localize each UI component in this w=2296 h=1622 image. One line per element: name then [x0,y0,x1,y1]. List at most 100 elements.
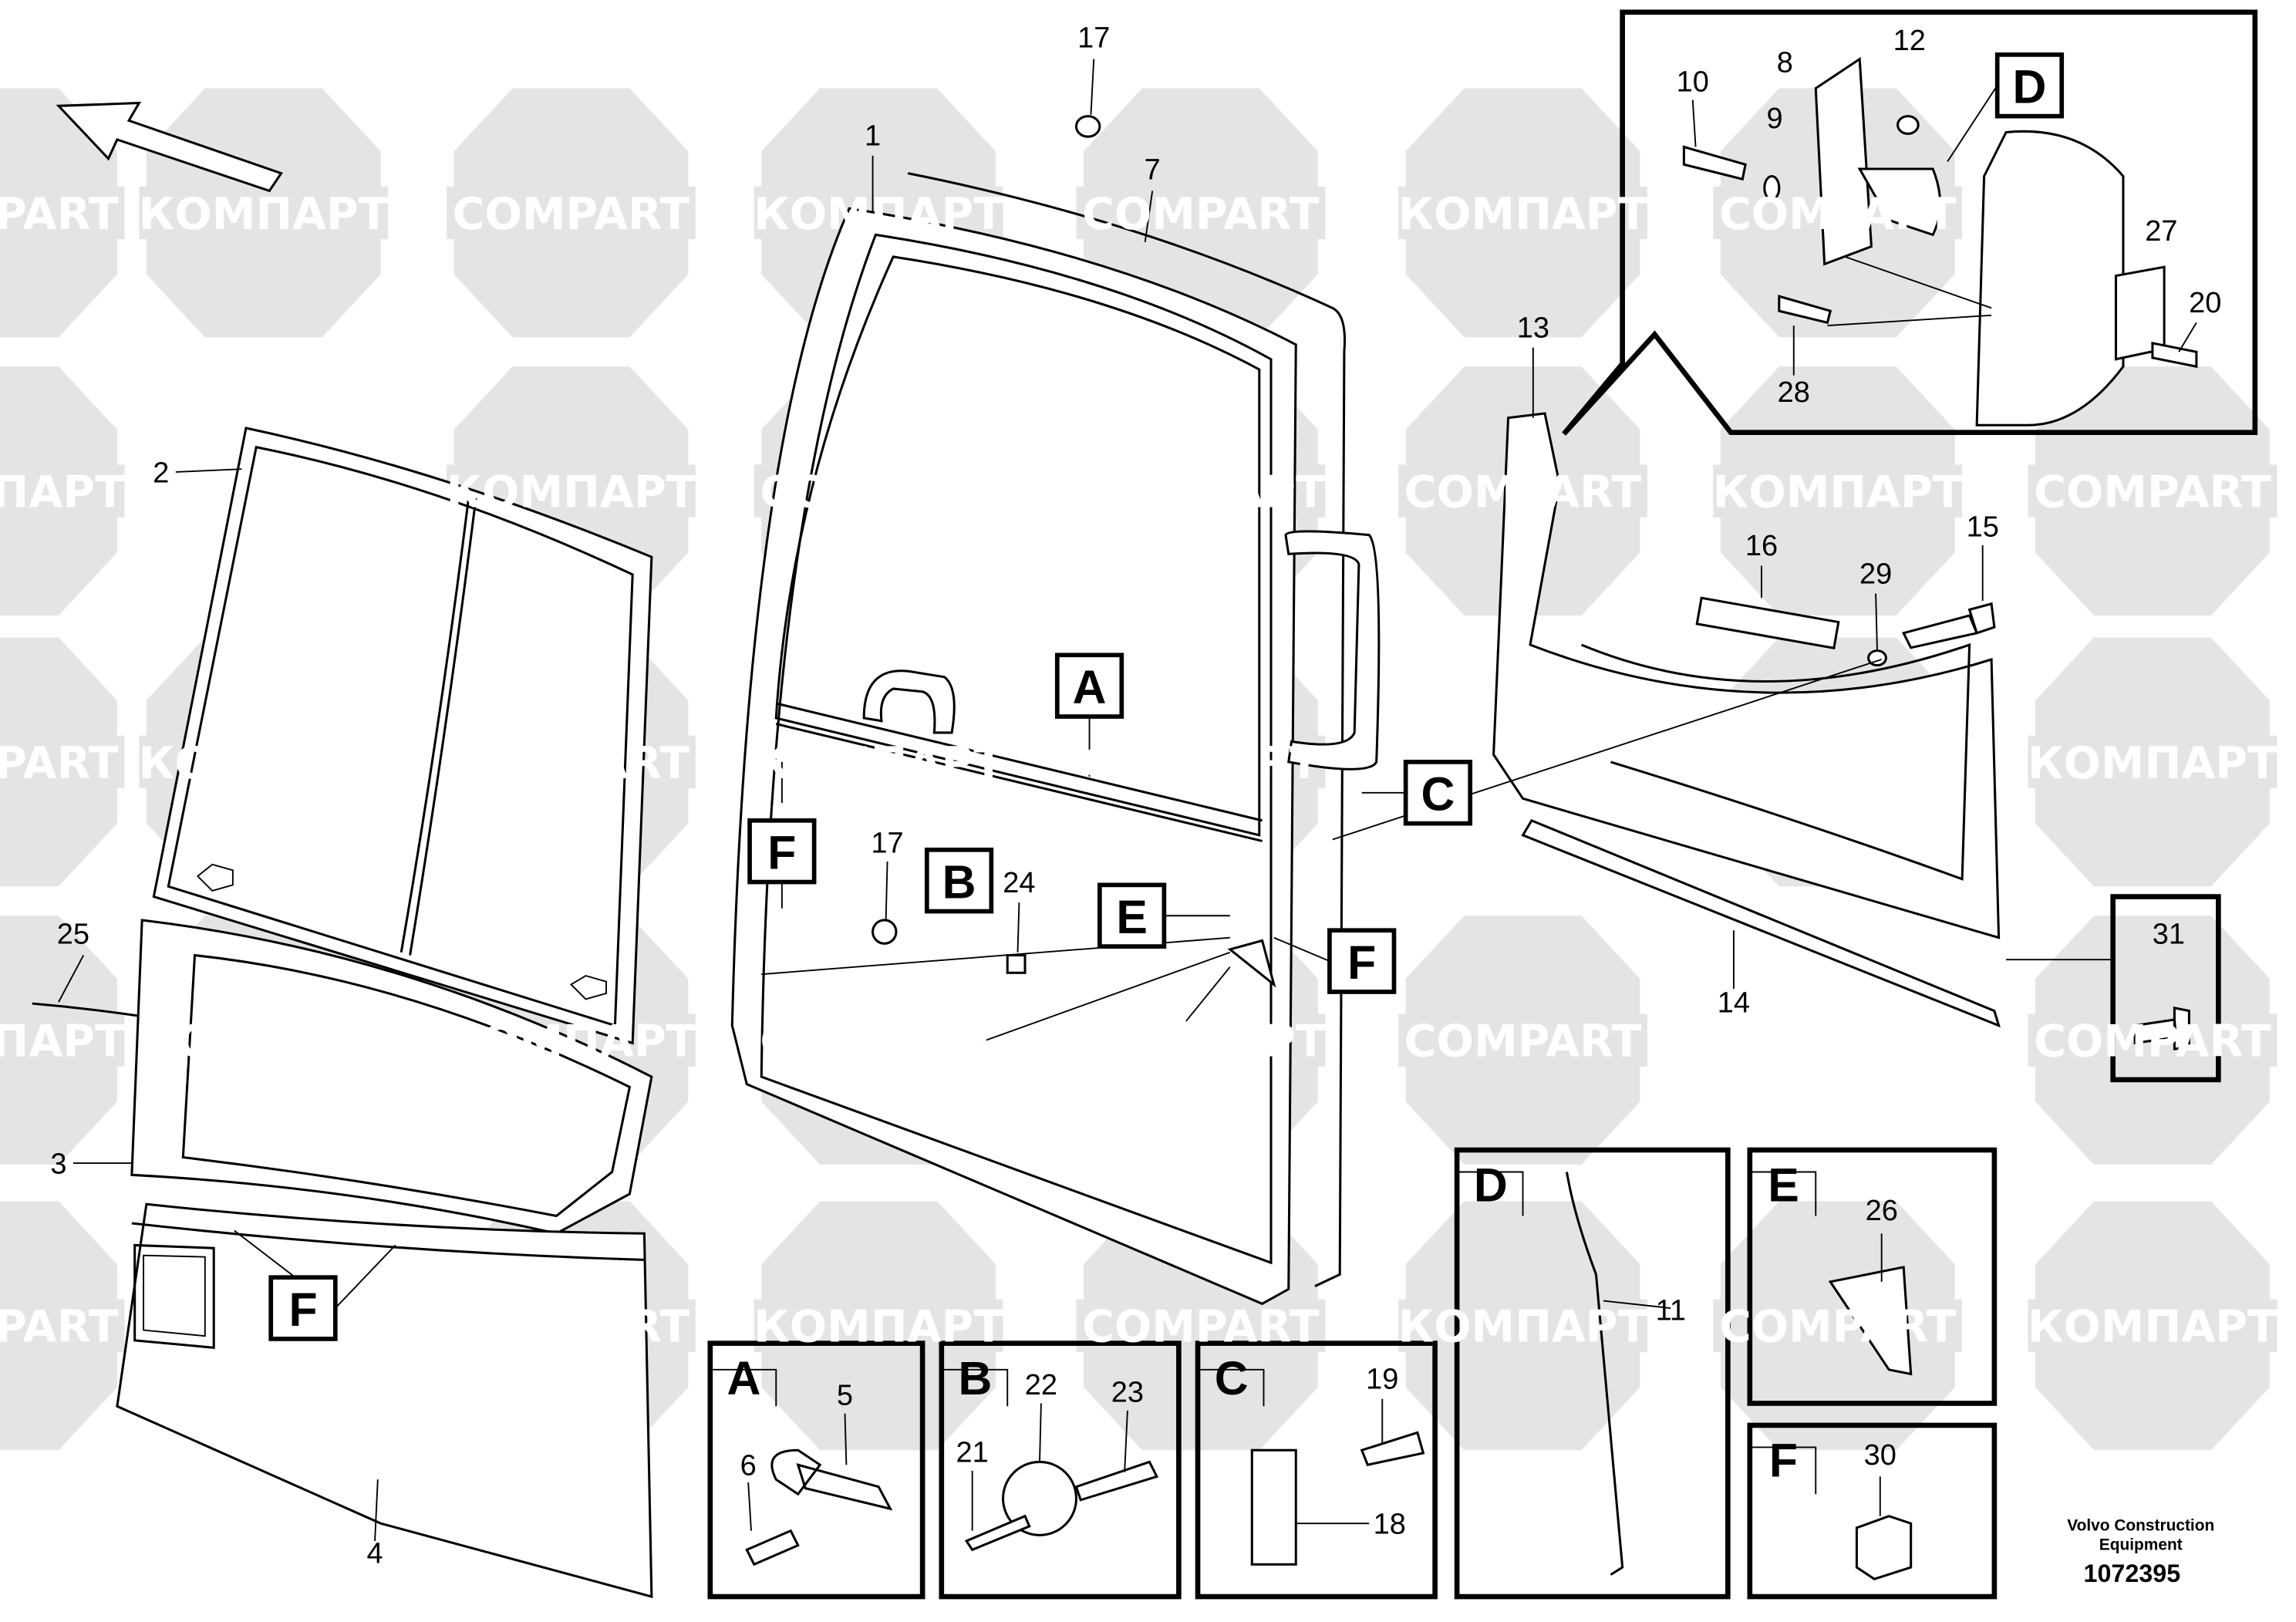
watermark-text: COMPART [145,1017,383,1067]
watermark-text: COMPART [453,189,690,240]
detail-title-D: D [1474,1158,1508,1211]
view-label-C: C [1421,768,1455,821]
company-name: Volvo Construction [2067,1517,2214,1535]
callout-17: 17 [1077,22,1110,54]
callout-2: 2 [153,457,169,489]
watermark-text: КОМПАРТ [139,738,389,789]
callout-9: 9 [1767,103,1783,135]
watermark-band [2028,735,2277,789]
watermark-text: COMPART [0,1302,119,1353]
callout-18: 18 [1374,1508,1406,1540]
part-nut-17-mid [872,919,898,945]
detail-box-E [1747,1147,1998,1406]
view-label-F: F [767,826,796,878]
callout-8: 8 [1777,47,1793,79]
watermark-band [1713,464,1963,518]
view-marker-leaders [234,85,2113,1495]
detail-title-C: C [1215,1352,1249,1404]
part-door-frame [730,207,1297,1306]
callout-17b: 17 [871,828,903,860]
part-screw-31 [2133,1007,2190,1050]
callout-13: 13 [1517,312,1549,344]
company-name-line2: Equipment [2099,1536,2183,1553]
detail-title-F: F [1769,1434,1798,1486]
view-label-B: B [942,855,976,908]
part-nut-17-top [1074,115,1101,138]
callout-15: 15 [1967,511,1999,544]
watermark-text: COMPART [2034,1017,2271,1067]
watermark-text: COMPART [1719,189,1957,240]
callout-26: 26 [1866,1195,1898,1227]
part-bracket-26 [1828,1266,1913,1376]
part-bracket-26-small [1227,939,1276,988]
detail-box-31 [2110,894,2221,1083]
part-latch-assembly [1682,56,2198,427]
detail-box-C [1195,1340,1438,1600]
view-markers: A F B C E F D F A B C D E F [268,52,2065,1486]
part-rod-11 [1566,1172,1624,1576]
view-label-E: E [1116,891,1148,943]
watermark-band [139,186,389,240]
part-trim-panel [1492,412,2001,1028]
watermark-text: COMPART [453,1302,690,1353]
watermark-band [447,186,696,240]
callout-25: 25 [57,918,89,950]
callout-3: 3 [50,1148,66,1180]
watermark-text: КОМПАРТ [2028,738,2277,789]
callout-4: 4 [366,1537,383,1570]
part-strip-16 [1695,596,1840,649]
detail-title-E: E [1768,1158,1799,1211]
callout-30: 30 [1864,1439,1896,1472]
callout-23: 23 [1111,1377,1144,1409]
detail-title-B: B [959,1352,993,1404]
watermark-text: COMPART [1082,189,1320,240]
watermark-band [0,735,125,789]
watermark-text: КОМПАРТ [139,189,389,240]
watermark-text: COMPART [1404,467,1642,518]
watermark-band [1398,1299,1647,1353]
callout-19: 19 [1366,1363,1398,1395]
callout-12: 12 [1893,25,1926,57]
watermark-text: COMPART [760,467,997,518]
watermark-text: КОМПАРТ [1076,467,1326,518]
watermark-band [1398,1013,1647,1067]
view-label-F2: F [1347,936,1376,989]
detail-box-B [939,1340,1182,1600]
watermark-text: КОМПАРТ [0,467,125,518]
detail-box-A [707,1340,925,1600]
watermark-text: COMPART [760,1017,997,1067]
watermark-text: КОМПАРТ [1076,1017,1326,1067]
callout-20: 20 [2189,287,2221,319]
watermark-text: COMPART [2034,467,2271,518]
watermark-text: КОМПАРТ [1713,467,1963,518]
direction-arrow-icon [56,101,283,193]
callout-1: 1 [865,120,881,153]
watermark-band [0,464,125,518]
watermark-text: COMPART [1404,1017,1642,1067]
watermark-band [0,186,125,240]
callout-10: 10 [1677,66,1709,98]
view-label-A: A [1073,661,1107,713]
callout-14: 14 [1718,987,1750,1020]
watermark-band [0,1299,125,1353]
watermark-text: COMPART [453,738,690,789]
callout-6: 6 [740,1450,757,1482]
part-plate-18 [1250,1448,1297,1566]
watermark-band [0,1013,125,1067]
watermark-text: COMPART [1082,1302,1320,1353]
watermark-band [1076,186,1326,240]
part-block-30 [1855,1515,1913,1580]
watermark-band [1398,186,1647,240]
watermark-text: COMPART [0,189,119,240]
part-door-seal [907,172,1346,1287]
part-door-skin [116,1202,653,1599]
callout-22: 22 [1025,1369,1057,1401]
watermark-text: КОМПАРТ [447,467,696,518]
callout-leaders [58,59,2197,1541]
part-screw-15 [1901,602,1996,649]
watermark-text: КОМПАРТ [754,189,1003,240]
watermark-text: COMPART [1719,1302,1957,1353]
watermark-text: КОМПАРТ [2028,1302,2277,1353]
watermark-text: КОМПАРТ [447,1017,696,1067]
